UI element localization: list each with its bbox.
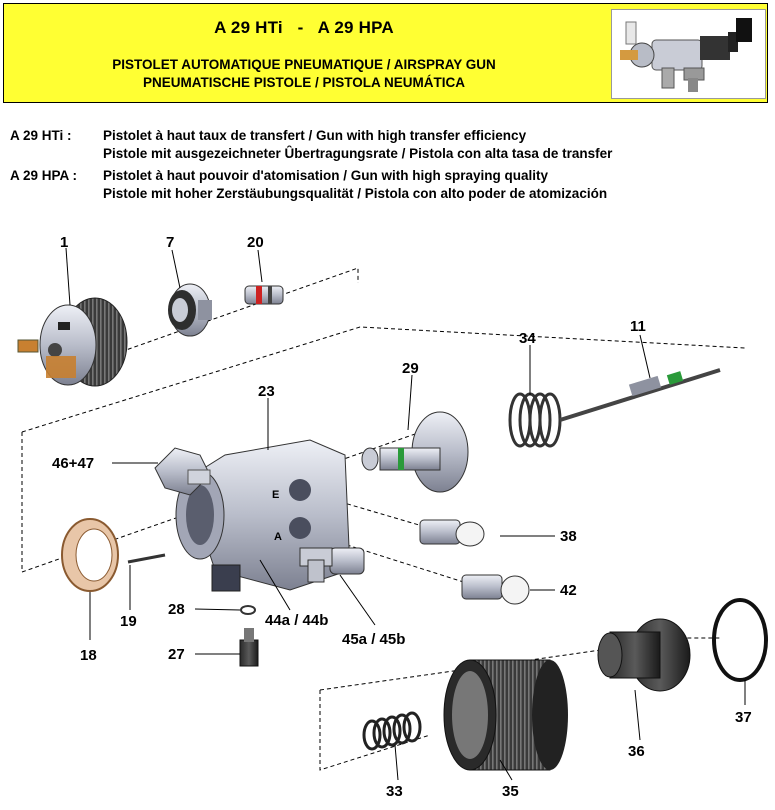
part-o-ring (712, 598, 768, 682)
assembly-axis-lines (21, 267, 746, 771)
callout-35: 35 (502, 783, 519, 800)
part-needle-guide (361, 411, 469, 493)
model-label-hpa: A 29 HPA : (10, 168, 78, 183)
description-hpa-line-1: Pistolet à haut pouvoir d'atomisation / … (103, 168, 548, 183)
description-hti-line-2: Pistole mit ausgezeichneter Ȗbertragungs… (103, 146, 613, 161)
callout-44: 44a / 44b (265, 612, 328, 629)
callout-42: 42 (560, 582, 577, 599)
callout-11: 11 (630, 318, 646, 335)
part-valve-38 (419, 519, 485, 547)
subtitle-line-1: PISTOLET AUTOMATIQUE PNEUMATIQUE / AIRSP… (112, 57, 496, 72)
part-nozzle (168, 283, 212, 337)
part-valve-42 (461, 574, 530, 605)
description-hti-line-1: Pistolet à haut taux de transfert / Gun … (103, 128, 527, 143)
page-title: A 29 HTi - A 29 HPA (214, 18, 394, 37)
part-small-spring (362, 711, 422, 751)
part-spring (508, 392, 562, 448)
callout-1: 1 (60, 234, 68, 251)
part-knurled-cap (443, 659, 568, 771)
callout-45: 45a / 45b (342, 631, 405, 648)
part-gasket-ring (61, 518, 119, 592)
part-base-fitting (211, 564, 241, 592)
callout-28: 28 (168, 601, 185, 618)
callout-23: 23 (258, 383, 275, 400)
part-pin (127, 553, 166, 564)
subtitle-line-2: PNEUMATISCHE PISTOLE / PISTOLA NEUMÁTICA (142, 75, 466, 90)
part-piston (597, 618, 691, 692)
part-seat (244, 285, 284, 305)
part-elbow-fitting (299, 547, 365, 583)
callout-46-47: 46+47 (52, 455, 94, 472)
callout-27: 27 (168, 646, 185, 663)
part-air-cap (17, 297, 128, 387)
part-needle (559, 368, 721, 422)
part-washer (240, 605, 256, 615)
svg-text:E: E (272, 489, 279, 501)
svg-text:A: A (274, 531, 282, 543)
callout-7: 7 (166, 234, 174, 251)
callout-33: 33 (386, 783, 403, 800)
callout-34: 34 (519, 330, 536, 347)
model-label-hti: A 29 HTi : (10, 128, 72, 143)
part-fitting-46-47 (154, 447, 211, 496)
callout-38: 38 (560, 528, 577, 545)
part-screw (239, 628, 259, 667)
callout-leader-lines (65, 247, 746, 781)
callout-36: 36 (628, 743, 645, 760)
header-banner: A 29 HTi - A 29 HPA PISTOLET AUTOMATIQUE… (3, 3, 768, 103)
callout-18: 18 (80, 647, 97, 664)
description-hpa-line-2: Pistole mit hoher Zerstäubungsqualität /… (103, 186, 608, 201)
callout-29: 29 (402, 360, 419, 377)
callout-37: 37 (735, 709, 752, 726)
callout-19: 19 (120, 613, 137, 630)
callout-20: 20 (247, 234, 264, 251)
product-thumbnail (611, 9, 766, 99)
